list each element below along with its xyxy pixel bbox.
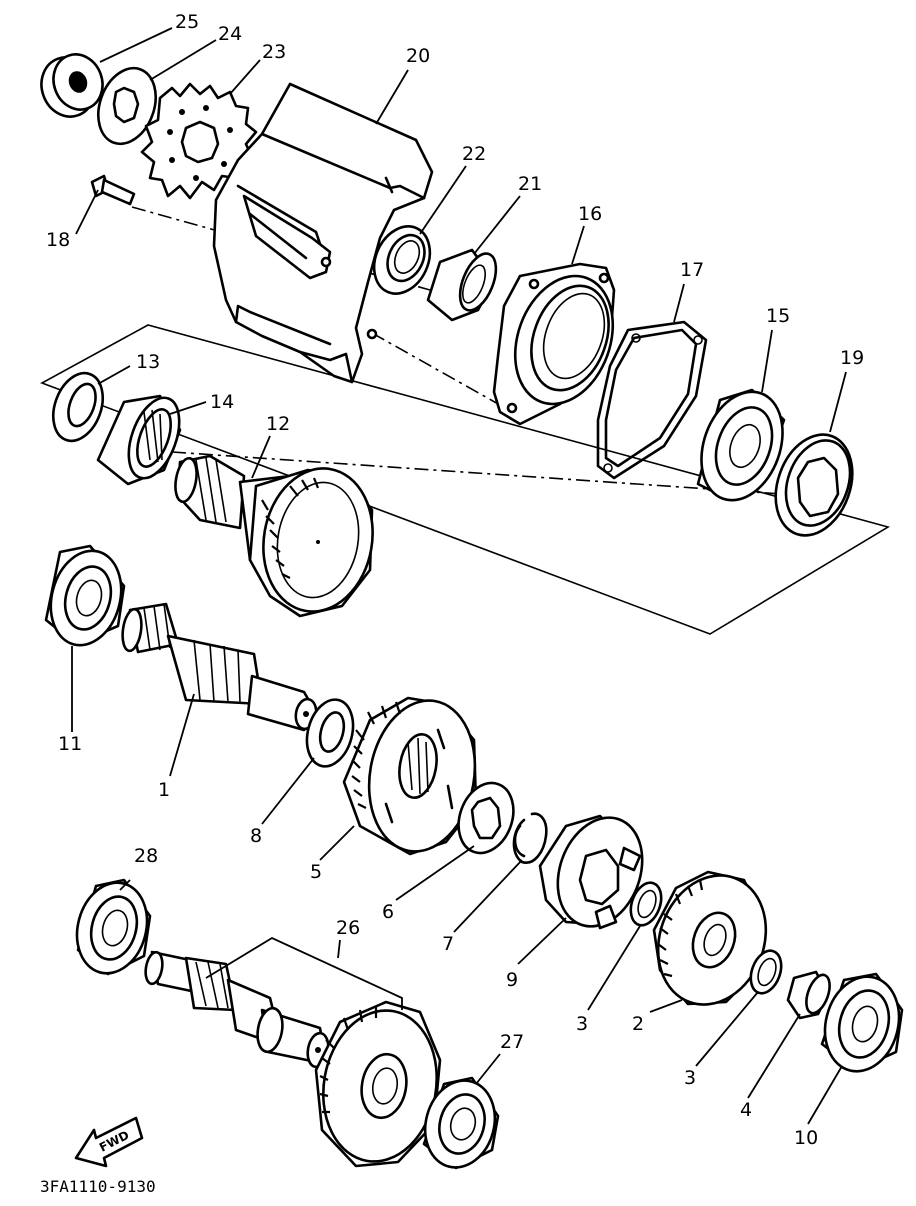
leader-lines <box>71 27 847 1125</box>
label-9: 9 <box>506 969 518 991</box>
alignment-line-case <box>371 332 501 406</box>
label-17: 17 <box>680 259 704 281</box>
label-11: 11 <box>58 733 82 755</box>
oil-seal-part-22 <box>372 225 432 295</box>
label-5: 5 <box>310 861 322 883</box>
label-25: 25 <box>175 11 199 33</box>
label-3-lower: 3 <box>684 1067 696 1089</box>
gear-part-2 <box>652 870 768 1006</box>
bearing-part-11 <box>44 544 126 647</box>
bearing-part-28 <box>75 878 152 976</box>
label-15: 15 <box>766 305 790 327</box>
label-2: 2 <box>632 1013 644 1035</box>
alignment-line-lower <box>171 451 841 499</box>
washer-part-8 <box>305 698 355 768</box>
label-7: 7 <box>442 933 454 955</box>
gear-shaft-part-12 <box>174 454 374 618</box>
splined-washer-part-6 <box>457 781 515 855</box>
label-12: 12 <box>266 413 290 435</box>
bearing-housing-part-16 <box>492 262 616 426</box>
part-number-labels: 25 24 23 20 18 22 21 16 17 15 19 13 14 1… <box>46 11 864 1149</box>
collar-part-21 <box>426 248 498 322</box>
needle-bearing-part-14 <box>96 394 182 486</box>
assembly-outline <box>40 324 891 635</box>
label-1: 1 <box>158 779 170 801</box>
label-10: 10 <box>794 1127 818 1149</box>
label-6: 6 <box>382 901 394 923</box>
bearing-part-27 <box>422 1076 500 1170</box>
lock-washer-part-24 <box>97 66 157 146</box>
drive-axle-part-26 <box>144 950 442 1168</box>
gear-part-5 <box>342 696 478 856</box>
splined-plate-part-19 <box>774 433 854 537</box>
cover-part-20 <box>212 82 434 384</box>
bearing-part-15 <box>696 388 786 502</box>
label-19: 19 <box>840 347 864 369</box>
label-8: 8 <box>250 825 262 847</box>
label-22: 22 <box>462 143 486 165</box>
nut-part-25 <box>40 53 104 118</box>
label-3-upper: 3 <box>576 1013 588 1035</box>
circlip-part-7 <box>512 812 548 864</box>
label-24: 24 <box>218 23 242 45</box>
gasket-part-17 <box>596 320 708 480</box>
bolt-part-18 <box>90 174 136 206</box>
label-18: 18 <box>46 229 70 251</box>
label-23: 23 <box>262 41 286 63</box>
collar-part-4 <box>786 970 831 1020</box>
label-20: 20 <box>406 45 430 67</box>
label-21: 21 <box>518 173 542 195</box>
dog-clutch-part-9 <box>538 814 644 930</box>
label-16: 16 <box>578 203 602 225</box>
washer-part-13 <box>51 371 105 443</box>
label-27: 27 <box>500 1031 524 1053</box>
label-26: 26 <box>336 917 360 939</box>
forward-arrow-icon: FWD <box>74 1116 144 1168</box>
main-shaft-part-1 <box>121 602 320 732</box>
figure-code: 3FA1110-9130 <box>40 1177 156 1196</box>
washer-part-3-lower <box>749 949 783 995</box>
label-28: 28 <box>134 845 158 867</box>
bearing-part-10 <box>820 972 904 1073</box>
label-14: 14 <box>210 391 234 413</box>
sprocket-part-23 <box>140 82 258 200</box>
label-13: 13 <box>136 351 160 373</box>
washer-part-3-upper <box>629 881 663 927</box>
label-4: 4 <box>740 1099 752 1121</box>
